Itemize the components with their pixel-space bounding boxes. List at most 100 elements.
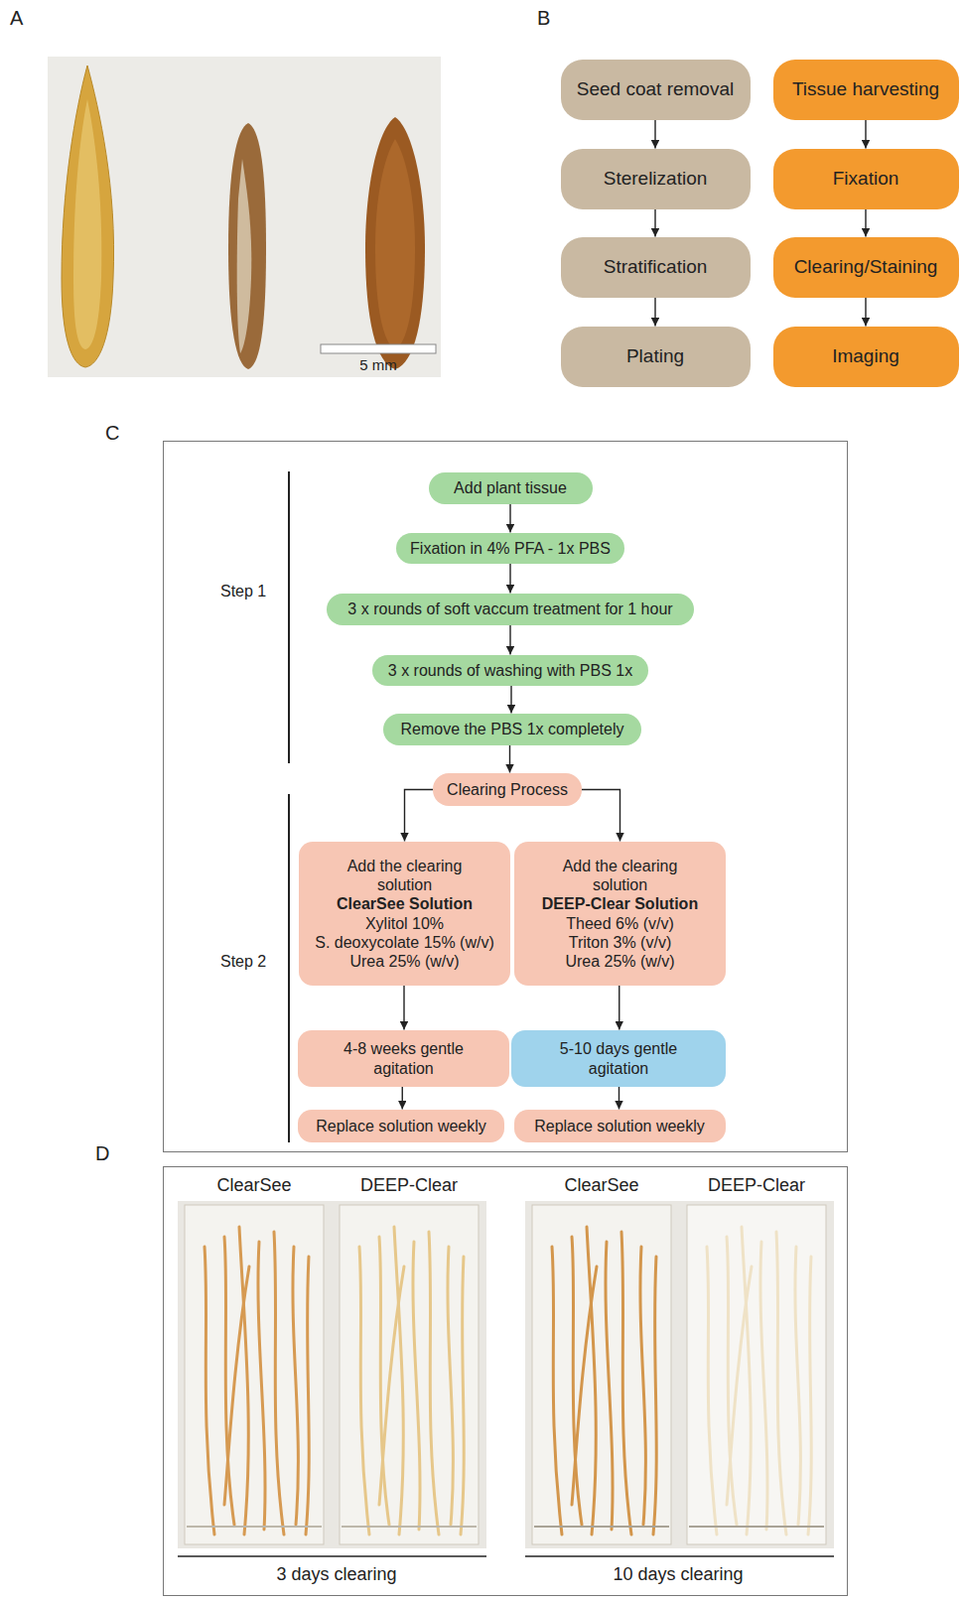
column-label: DEEP-Clear — [360, 1175, 458, 1198]
tube — [339, 1205, 479, 1545]
process-box: 5-10 days gentle agitation — [511, 1030, 726, 1088]
column-label: ClearSee — [216, 1175, 291, 1198]
tube-photo — [525, 1201, 834, 1549]
panel-letter: D — [95, 1141, 110, 1166]
box-text: 4-8 weeks gentle agitation — [329, 1039, 479, 1078]
connector-arrow — [405, 790, 434, 842]
group-label: 3 days clearing — [275, 1564, 397, 1587]
connector-arrow — [403, 985, 405, 1031]
meniscus — [341, 1525, 477, 1528]
seed-oval-inner — [375, 138, 415, 350]
process-box: Stratification — [560, 237, 751, 298]
tube — [184, 1205, 324, 1545]
connector-arrow — [581, 790, 621, 842]
box-text: Urea 25% (w/v) — [349, 952, 459, 971]
panel-letter: C — [105, 420, 120, 445]
seed-dehulled — [228, 123, 267, 370]
step-label: Step 1 — [220, 581, 267, 601]
box-text: Seed coat removal — [576, 78, 734, 102]
connector-arrow — [654, 297, 656, 327]
roots — [551, 1227, 657, 1535]
group-line — [525, 1555, 834, 1558]
box-text: Tissue harvesting — [792, 78, 940, 102]
column-label: DEEP-Clear — [707, 1175, 806, 1198]
process-box: Replace solution weekly — [514, 1109, 726, 1143]
connector-arrow — [864, 120, 866, 149]
seed-husk — [61, 65, 115, 368]
tube — [532, 1205, 672, 1545]
box-text: Stratification — [603, 256, 708, 279]
panel-letter: A — [9, 5, 23, 30]
scale-bar — [320, 344, 436, 354]
meniscus — [186, 1525, 322, 1528]
connector-arrow — [509, 504, 511, 534]
connector-arrow — [510, 686, 512, 714]
process-box: Tissue harvesting — [773, 59, 960, 121]
box-text: Remove the PBS 1x completely — [401, 719, 625, 739]
box-text: Plating — [626, 345, 685, 369]
box-text: Triton 3% (v/v) — [568, 933, 672, 953]
connector-arrow — [509, 563, 511, 594]
connector-arrow — [618, 985, 620, 1031]
process-box: Fixation in 4% PFA - 1x PBS — [396, 533, 625, 564]
connector-arrow — [654, 120, 656, 149]
step-bracket — [287, 794, 290, 1143]
box-text: Clearing/Staining — [794, 256, 939, 279]
box-text: Replace solution weekly — [315, 1116, 487, 1136]
connector-arrow — [864, 297, 866, 327]
roots — [204, 1227, 309, 1535]
process-box: 3 x rounds of soft vaccum treatment for … — [326, 593, 694, 626]
step-bracket — [287, 471, 290, 764]
box-text: Sterelization — [603, 167, 708, 191]
process-box: Sterelization — [560, 148, 751, 210]
panel-frame — [163, 1167, 848, 1597]
meniscus — [688, 1525, 825, 1528]
box-text: Imaging — [831, 345, 900, 369]
box-text: 5-10 days gentle agitation — [544, 1039, 693, 1078]
scale-label: 5 mm — [359, 356, 398, 375]
seed-photo — [47, 56, 441, 378]
process-box: Seed coat removal — [560, 59, 751, 121]
process-box: Clearing Process — [432, 773, 582, 807]
process-box: 3 x rounds of washing with PBS 1x — [372, 655, 649, 687]
step-label: Step 2 — [220, 952, 267, 971]
box-text: Add the clearing solution — [337, 856, 472, 895]
box-text: Fixation in 4% PFA - 1x PBS — [410, 539, 611, 558]
meniscus — [534, 1525, 670, 1528]
connector-arrow — [864, 209, 866, 238]
group-line — [177, 1555, 487, 1558]
connector-arrow — [654, 209, 656, 238]
column-label: ClearSee — [563, 1175, 639, 1198]
panel-frame — [163, 441, 848, 1153]
tube-photo — [177, 1201, 487, 1549]
process-box: Imaging — [773, 326, 960, 388]
process-box: Clearing/Staining — [773, 237, 960, 298]
box-text: Fixation — [832, 167, 900, 191]
box-text: Urea 25% (w/v) — [564, 952, 675, 971]
process-box: Add the clearing solutionDEEP-Clear Solu… — [514, 841, 726, 986]
process-box: Replace solution weekly — [297, 1109, 505, 1143]
box-text: Xylitol 10% — [365, 914, 444, 934]
box-text: DEEP-Clear Solution — [542, 894, 698, 914]
process-box: Fixation — [773, 148, 960, 210]
panel-letter: B — [537, 5, 551, 30]
seed-oval — [365, 117, 425, 370]
roots — [706, 1227, 812, 1535]
process-box: Add plant tissue — [428, 472, 593, 505]
box-text: S. deoxycolate 15% (w/v) — [314, 933, 495, 953]
seed-patch — [237, 158, 253, 354]
process-box: Add the clearing solutionClearSee Soluti… — [298, 841, 511, 986]
process-box: Plating — [560, 326, 751, 388]
connector-arrow — [402, 1087, 404, 1110]
box-text: Theed 6% (v/v) — [565, 914, 674, 934]
group-label: 10 days clearing — [612, 1564, 743, 1587]
seed-highlight — [73, 99, 102, 350]
box-text: ClearSee Solution — [336, 894, 473, 914]
box-text: Replace solution weekly — [534, 1116, 705, 1136]
connector-arrow — [509, 625, 511, 656]
box-text: Add plant tissue — [453, 478, 567, 498]
box-text: 3 x rounds of washing with PBS 1x — [388, 661, 633, 681]
tube — [687, 1205, 826, 1545]
box-text: Clearing Process — [446, 780, 568, 800]
